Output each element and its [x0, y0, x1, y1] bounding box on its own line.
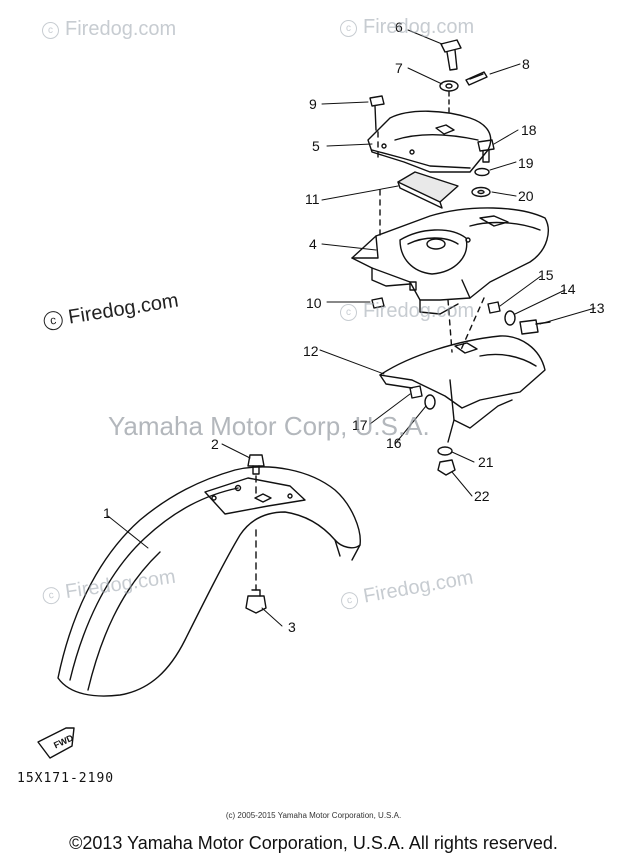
callout-18: 18 [521, 122, 537, 138]
callout-10: 10 [306, 295, 322, 311]
callout-1: 1 [103, 505, 111, 521]
bolt-9 [369, 95, 385, 131]
callout-7: 7 [395, 60, 403, 76]
housing-4 [351, 207, 549, 315]
callout-9: 9 [309, 96, 317, 112]
bracket-12 [379, 335, 546, 443]
front-fender [57, 466, 361, 697]
diagram-code: 15X171-2190 [17, 771, 115, 786]
leader-lines [107, 29, 596, 627]
fwd-arrow-icon [37, 727, 75, 759]
watermark-yamaha: Yamaha Motor Corp, U.S.A. [108, 411, 430, 441]
washer-19 [474, 167, 490, 177]
callout-17: 17 [352, 417, 368, 433]
washer-16 [424, 394, 436, 410]
screw-8 [465, 71, 488, 86]
callout-labels: 1 2 3 4 5 6 7 8 9 10 11 12 13 14 15 16 1… [52, 19, 605, 750]
callout-6: 6 [395, 19, 403, 35]
bolt-2 [247, 454, 265, 475]
callout-20: 20 [518, 188, 534, 204]
callout-3: 3 [288, 619, 296, 635]
callout-15: 15 [538, 267, 554, 283]
bolt-6 [440, 39, 462, 71]
callout-12: 12 [303, 343, 319, 359]
callout-21: 21 [478, 454, 494, 470]
washer-21 [437, 446, 453, 456]
washer-14 [504, 310, 516, 326]
callout-13: 13 [589, 300, 605, 316]
fwd-label: FWD [52, 732, 75, 750]
callout-2: 2 [211, 436, 219, 452]
callout-19: 19 [518, 155, 534, 171]
bolt-18 [477, 139, 495, 163]
nut-3 [245, 589, 267, 614]
washer-7 [439, 80, 459, 92]
callout-16: 16 [386, 435, 402, 451]
cover-5 [367, 110, 492, 173]
footer-copyright: ©2013 Yamaha Motor Corporation, U.S.A. A… [69, 833, 558, 853]
nut-22 [437, 459, 456, 476]
nut-17 [409, 385, 423, 399]
callout-4: 4 [309, 236, 317, 252]
pad-11 [397, 171, 459, 209]
nut-15 [487, 301, 501, 314]
callout-8: 8 [522, 56, 530, 72]
callout-14: 14 [560, 281, 576, 297]
nut-10 [371, 297, 385, 309]
washer-20 [471, 186, 491, 198]
callout-11: 11 [305, 191, 320, 207]
callout-5: 5 [312, 138, 320, 154]
small-copyright: (c) 2005-2015 Yamaha Motor Corporation, … [225, 811, 402, 820]
callout-22: 22 [474, 488, 490, 504]
